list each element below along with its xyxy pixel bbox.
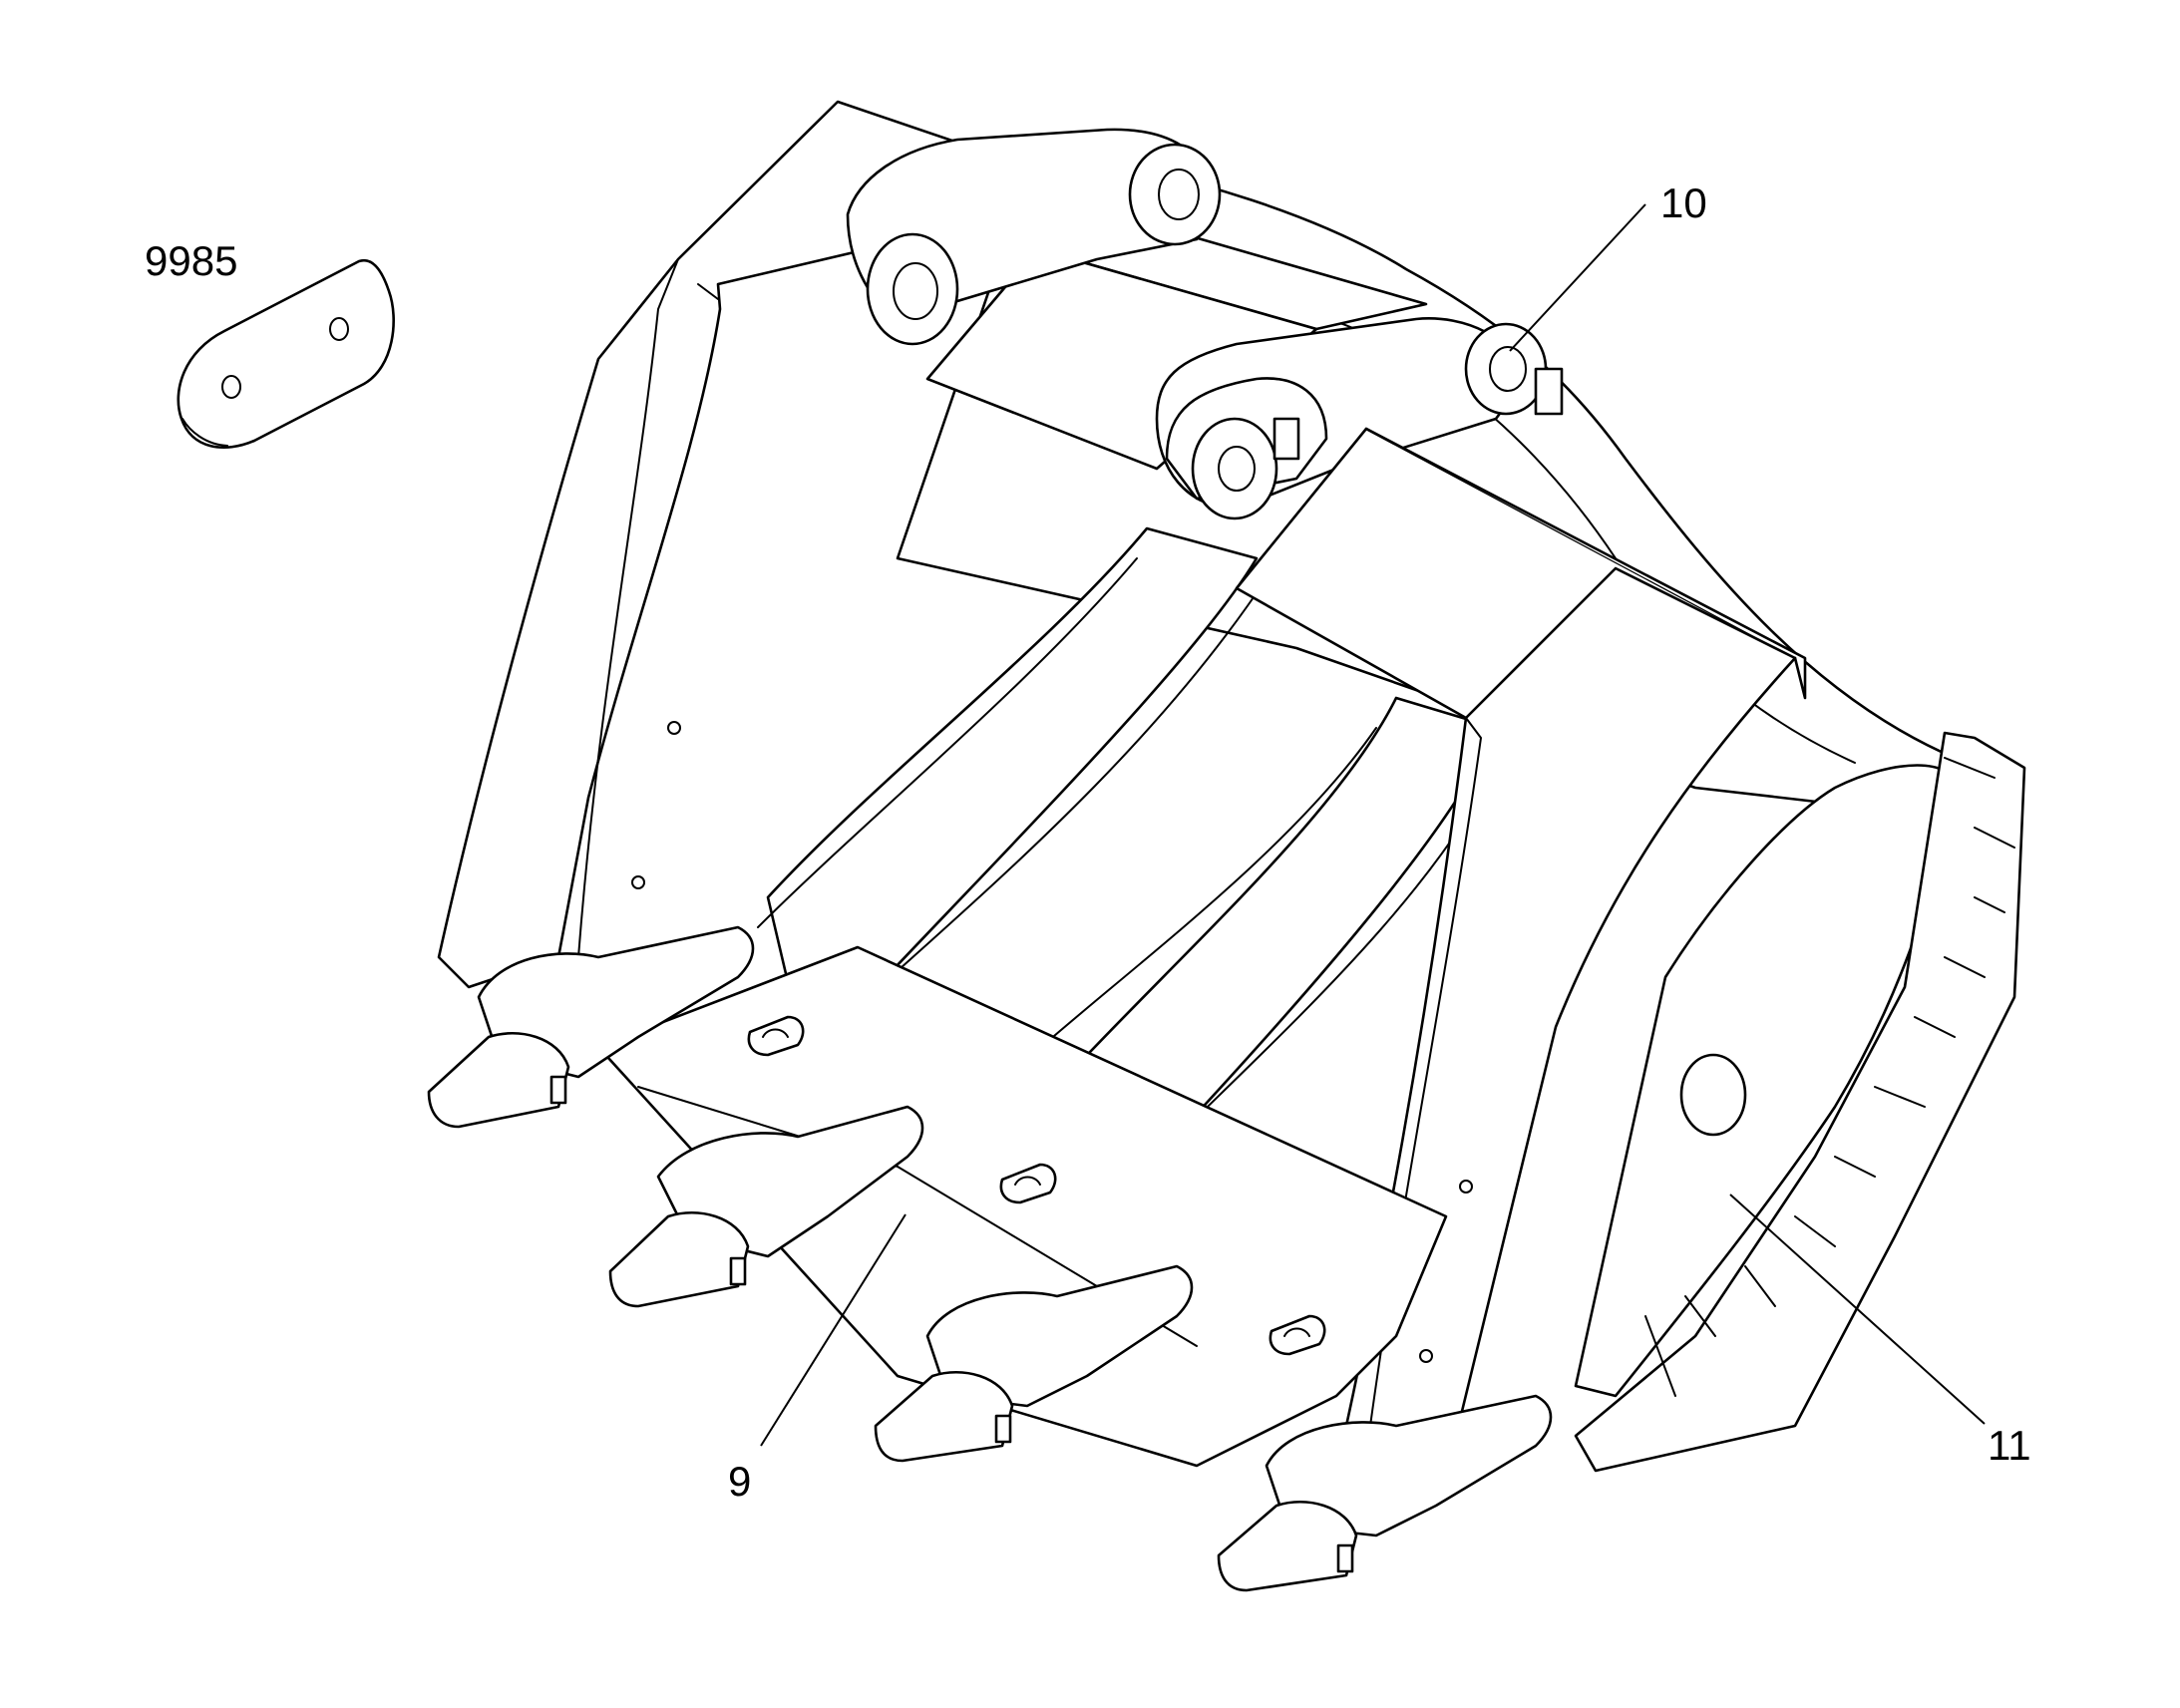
tooth-pin: [994, 1414, 1012, 1444]
right-top-bore: [1489, 346, 1527, 392]
plate-hole-left: [221, 375, 241, 399]
callout-9: 9: [728, 1458, 751, 1505]
side-hole: [631, 875, 645, 889]
shroud-clip: [999, 1163, 1057, 1204]
side-wing-hole: [1679, 1053, 1747, 1137]
tooth-tip: [608, 1210, 750, 1308]
tooth-pin: [729, 1256, 747, 1286]
retainer-clip-10: [1534, 367, 1564, 416]
bucket-body: [437, 100, 2026, 1473]
leader-9: [760, 1213, 907, 1447]
tooth-adapter: [477, 925, 755, 1079]
wear-strip-1: [766, 526, 1259, 1009]
tooth-row: [427, 925, 1553, 1592]
right-hinge-bore: [1218, 446, 1256, 492]
tooth-tip: [1217, 1500, 1358, 1592]
tooth-tip: [427, 1031, 570, 1129]
tooth-2: [608, 1105, 924, 1308]
shroud-clip: [1269, 1314, 1326, 1356]
plate-hole-right: [329, 317, 349, 341]
tooth-4: [1217, 1394, 1553, 1592]
retainer-clip: [1272, 417, 1300, 461]
shim-plate: [177, 258, 395, 449]
tooth-tip: [874, 1370, 1014, 1463]
side-cutter: [1574, 731, 2026, 1473]
callout-11: 11: [1988, 1422, 2031, 1469]
callout-9985: 9985: [145, 237, 237, 284]
side-hole: [1459, 1180, 1473, 1194]
shroud-clip: [747, 1015, 805, 1057]
lip-shroud-clips: [747, 1015, 1326, 1356]
beam-edge: [1364, 427, 1807, 700]
right-hinge-boss: [1191, 417, 1278, 520]
left-top-bore: [1158, 169, 1200, 220]
side-hole: [667, 721, 681, 735]
tooth-pin: [1336, 1543, 1354, 1573]
callout-10: 10: [1660, 179, 1707, 226]
tooth-adapter: [1265, 1394, 1553, 1537]
leader-11: [1729, 1194, 1986, 1425]
tooth-pin: [549, 1075, 567, 1105]
leader-lines: [760, 203, 1986, 1447]
tooth-3: [874, 1264, 1194, 1463]
left-hinge-bore: [893, 262, 938, 320]
side-hole: [1419, 1349, 1433, 1363]
left-top-boss: [1128, 143, 1222, 246]
right-top-boss: [1464, 322, 1548, 416]
leader-10: [1509, 203, 1646, 352]
tooth-adapter: [925, 1264, 1194, 1408]
left-hinge-boss: [866, 232, 959, 346]
tooth-1: [427, 925, 755, 1129]
